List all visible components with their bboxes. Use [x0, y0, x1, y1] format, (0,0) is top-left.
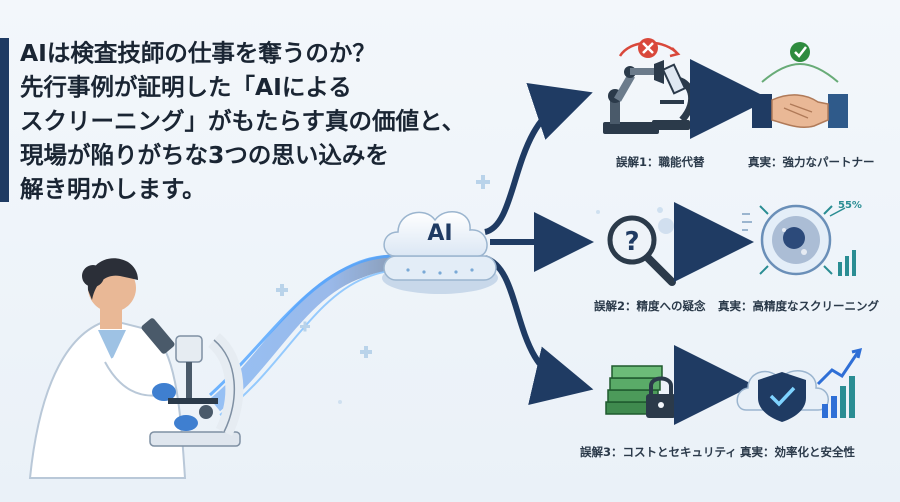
- headline-line-4: 現場が陥りがちな3つの思い込みを: [20, 141, 389, 169]
- lab-microscope-icon: [141, 318, 244, 447]
- headline-line-1: AIは検査技師の仕事を奪うのか？: [20, 39, 376, 67]
- sparkle-dots: [338, 207, 663, 404]
- percent-annotation: 55%: [838, 200, 862, 211]
- svg-text:?: ?: [624, 227, 639, 257]
- accent-bar: [0, 38, 9, 202]
- branch-connectors: [483, 82, 594, 405]
- scientist-figure: [28, 258, 198, 479]
- robot-arm-icon: [603, 60, 664, 134]
- headline: AIは検査技師の仕事を奪うのか？ 先行事例が証明した「AIによる スクリーニング…: [20, 36, 490, 206]
- truth-label-2: 真実：高精度なスクリーニング: [718, 299, 879, 313]
- ai-hub-cloud: [382, 211, 498, 294]
- truth-label-3: 真実：効率化と安全性: [740, 445, 855, 459]
- plus-icon: [276, 175, 490, 358]
- headline-line-5: 解き明かします。: [20, 175, 206, 203]
- misconception-label-3: 誤解3：コストとセキュリティ: [580, 445, 737, 459]
- magnifier-question-icon: ?: [607, 215, 676, 286]
- truth-label-1: 真実：強力なパートナー: [748, 155, 875, 169]
- handshake-icon: [752, 42, 848, 129]
- money-lock-icon: [605, 365, 676, 418]
- shield-check-icon: [736, 347, 863, 422]
- ai-hub-label: AI: [427, 221, 453, 246]
- headline-line-2: 先行事例が証明した「AIによる: [20, 73, 352, 101]
- headline-line-3: スクリーニング」がもたらす真の価値と、: [20, 107, 466, 135]
- misconception-label-1: 誤解1：職能代替: [616, 155, 705, 169]
- cell-analysis-icon: [742, 204, 856, 276]
- x-mark-icon: [618, 38, 681, 58]
- misconception-label-2: 誤解2：精度への疑念: [594, 299, 706, 313]
